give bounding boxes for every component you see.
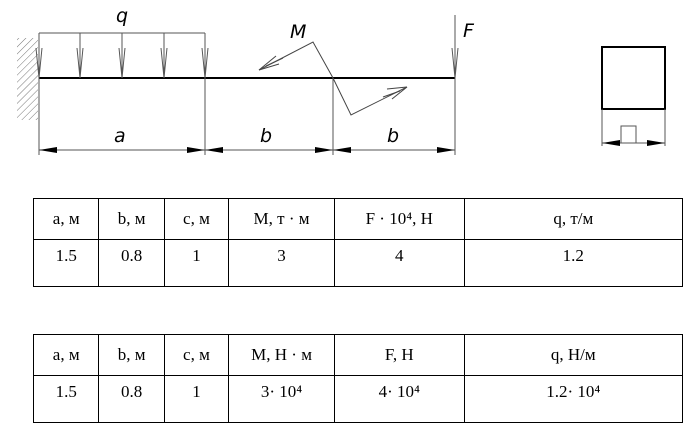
table-cell: 1.2 (463, 239, 684, 287)
force-F (451, 15, 459, 79)
table-header-cell: a, м (32, 334, 100, 376)
table-header-cell: c, м (163, 334, 230, 376)
load-arrow (160, 33, 168, 79)
table-cell: 0.8 (98, 239, 165, 287)
label-F: F (463, 20, 475, 42)
distributed-load-q (35, 32, 209, 79)
table-cell: 3 (228, 239, 335, 287)
label-a: a (114, 125, 126, 147)
label-b1: b (260, 125, 272, 147)
dimension-lines (38, 78, 456, 155)
table-header-cell: q, Н/м (463, 334, 684, 376)
table-header-cell: c, м (163, 198, 230, 240)
table-cell: 3· 10⁴ (228, 375, 335, 423)
table-cell: 0.8 (98, 375, 165, 423)
table-header-cell: b, м (98, 198, 165, 240)
fixed-support (17, 38, 38, 120)
table-cell: 1 (163, 239, 230, 287)
table-cell: 1.5 (32, 239, 100, 287)
table-header-cell: b, м (98, 334, 165, 376)
beam-diagram: q M F a b b (17, 5, 666, 155)
label-q: q (116, 5, 128, 27)
cross-section (601, 46, 666, 146)
table-cell: 4 (333, 239, 465, 287)
load-arrow (201, 33, 209, 79)
table-header-cell: q, т/м (463, 198, 684, 240)
table-cell: 1 (163, 375, 230, 423)
table-cell: 1.5 (32, 375, 100, 423)
table-header-cell: a, м (32, 198, 100, 240)
table-cell: 1.2· 10⁴ (463, 375, 684, 423)
table-header-cell: F, Н (333, 334, 465, 376)
table-cell: 4· 10⁴ (333, 375, 465, 423)
label-b2: b (387, 125, 399, 147)
table-header-cell: F · 10⁴, Н (333, 198, 465, 240)
table-header-cell: M, Н · м (228, 334, 335, 376)
load-arrow (118, 33, 126, 79)
load-arrow (76, 33, 84, 79)
label-M: M (290, 21, 306, 43)
table-header-cell: M, т · м (228, 198, 335, 240)
